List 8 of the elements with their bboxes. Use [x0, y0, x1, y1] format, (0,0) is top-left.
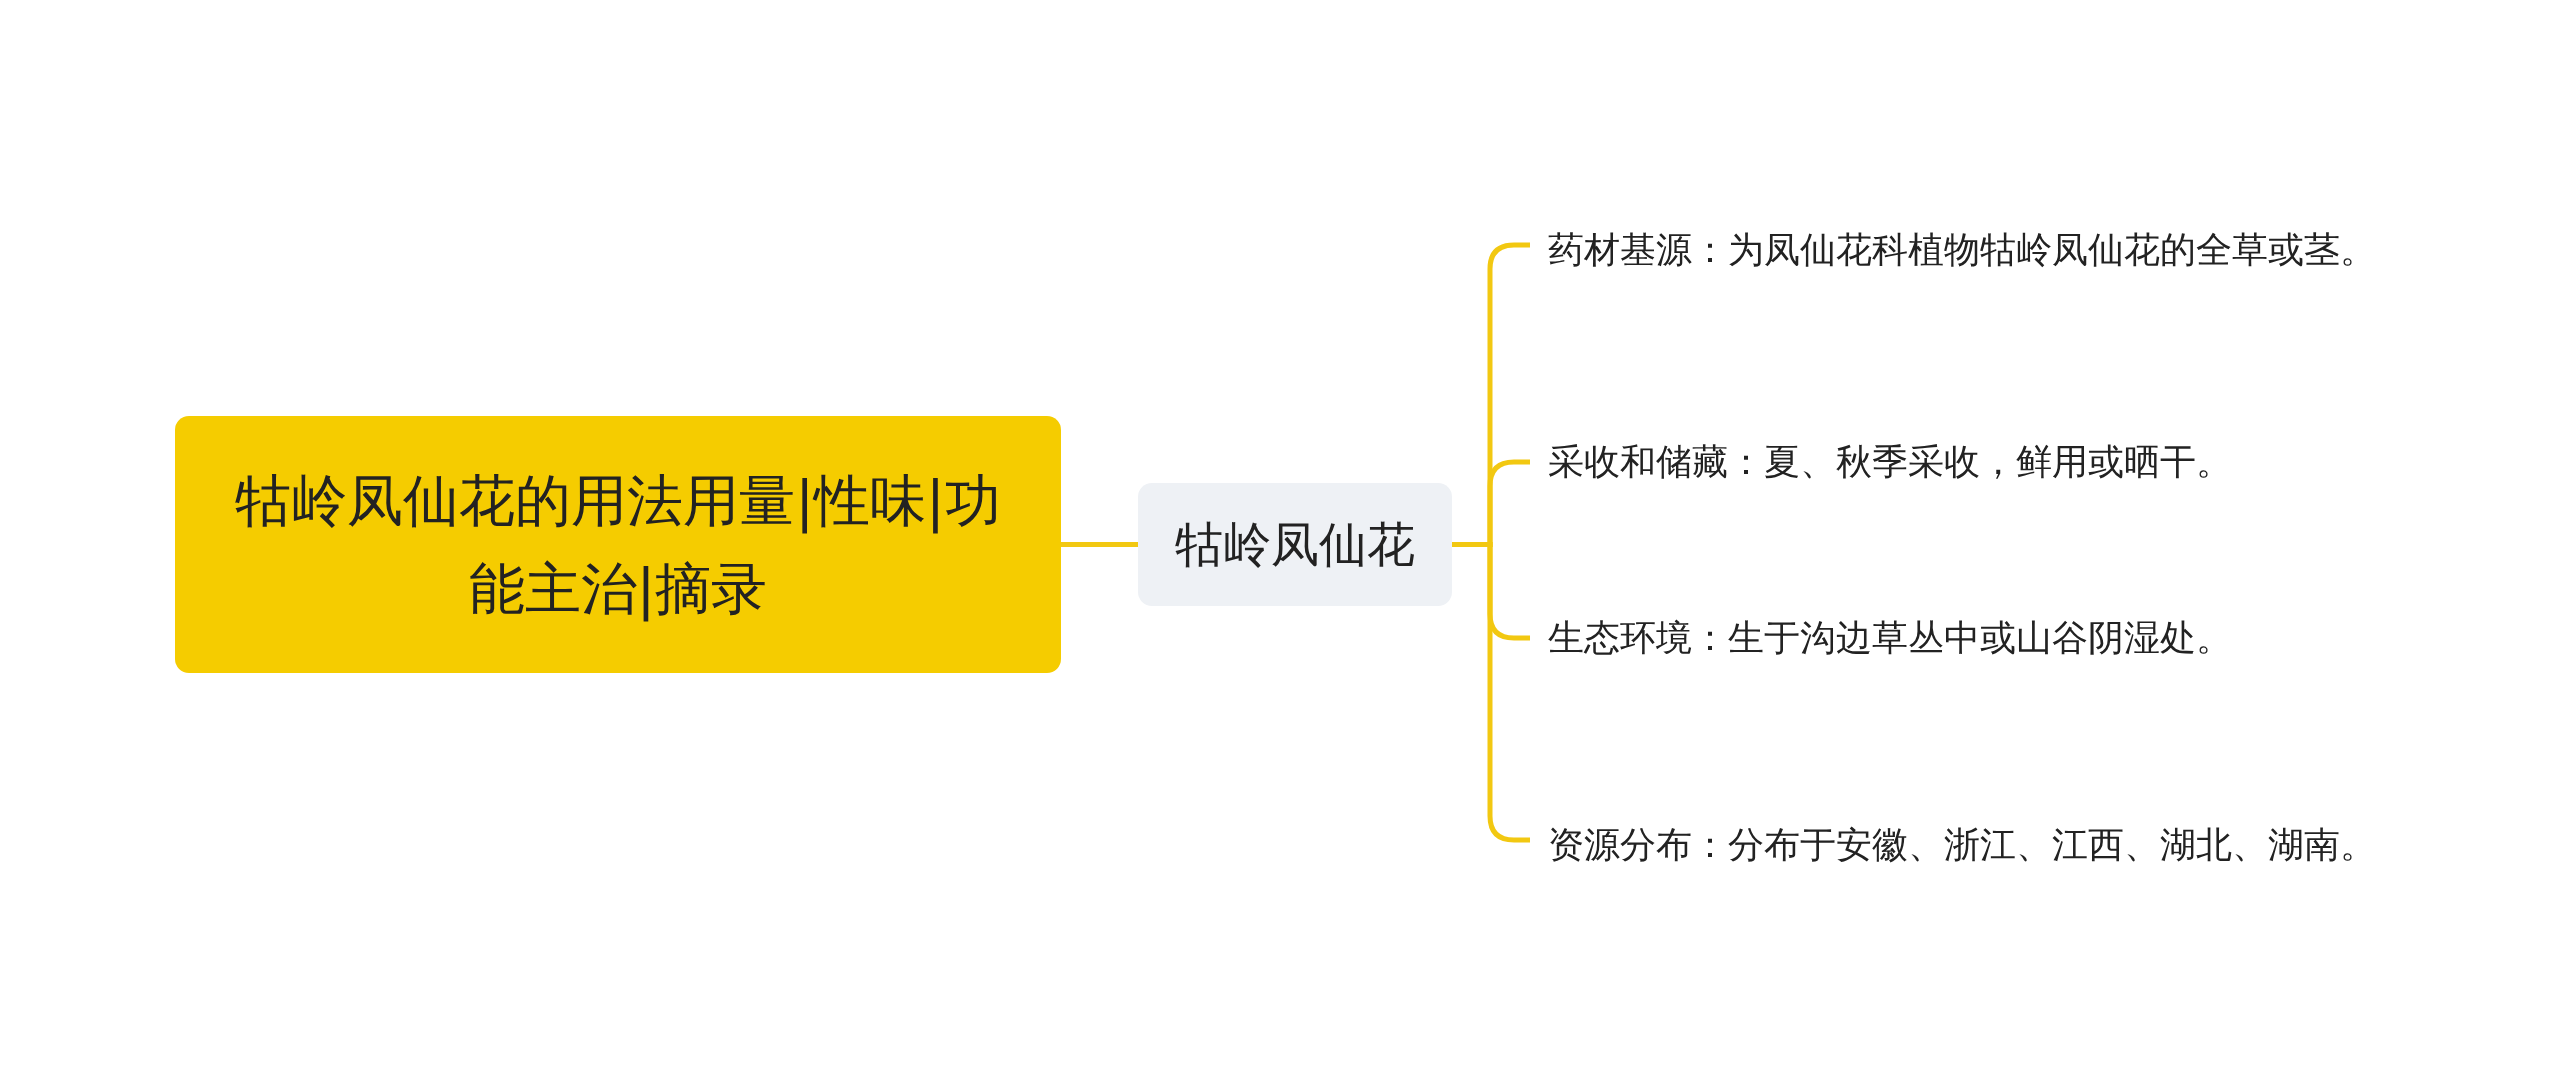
leaf-text: 药材基源：为凤仙花科植物牯岭凤仙花的全草或茎。	[1530, 195, 2390, 305]
connector-line	[1452, 542, 1530, 843]
connector-line	[1061, 542, 1138, 547]
subtopic-box: 牯岭凤仙花	[1138, 483, 1452, 606]
leaf-text: 资源分布：分布于安徽、浙江、江西、湖北、湖南。	[1530, 790, 2390, 900]
leaf-text: 生态环境：生于沟边草丛中或山谷阴湿处。	[1530, 606, 2390, 670]
topic-box: 牯岭凤仙花的用法用量|性味|功能主治|摘录	[175, 416, 1061, 673]
leaf-text: 采收和储藏：夏、秋季采收，鲜用或晒干。	[1530, 430, 2390, 494]
